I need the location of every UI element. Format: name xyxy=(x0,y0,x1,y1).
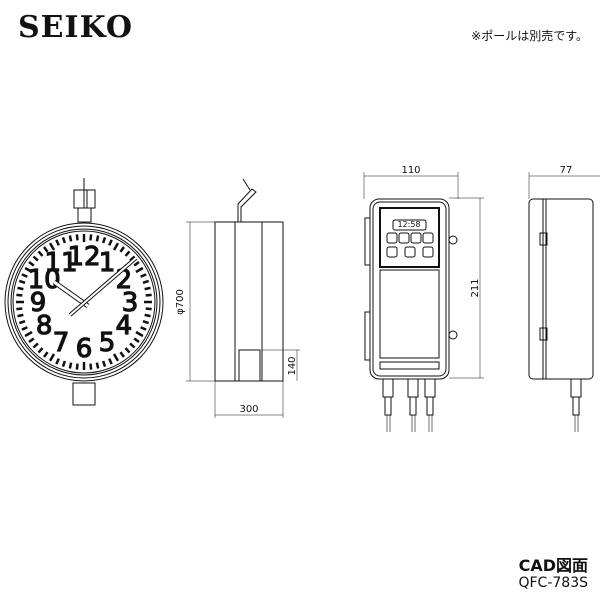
pole-sold-separately-note: ※ポールは別売です。 xyxy=(471,29,588,43)
clock-numeral: 10 xyxy=(28,265,61,295)
minute-tick xyxy=(32,342,39,349)
minute-tick xyxy=(21,273,28,278)
minute-tick xyxy=(28,337,35,343)
clock-numeral: 9 xyxy=(30,288,47,318)
minute-tick xyxy=(133,261,140,267)
seiko-logo: SEIKO xyxy=(18,10,133,45)
minute-tick xyxy=(142,319,150,325)
clock-numeral: 1 xyxy=(99,248,116,278)
minute-tick xyxy=(140,326,147,331)
minute-tick xyxy=(61,236,67,244)
minute-tick xyxy=(21,326,28,331)
minute-tick xyxy=(68,362,73,369)
minute-tick xyxy=(144,286,151,291)
minute-tick xyxy=(101,360,107,368)
controller-depth-label: 77 xyxy=(560,165,573,176)
minute-tick xyxy=(89,363,93,370)
minute-tick xyxy=(17,313,24,318)
minute-tick xyxy=(24,330,33,338)
clock-numeral: 5 xyxy=(99,328,116,358)
minute-tick xyxy=(119,246,125,253)
minute-tick xyxy=(112,242,120,251)
minute-tick xyxy=(108,239,113,246)
minute-tick xyxy=(32,255,39,262)
minute-tick xyxy=(37,347,44,354)
minute-tick xyxy=(145,307,152,311)
controller-display-time: 12:58 xyxy=(397,220,420,229)
controller-front-view xyxy=(363,172,484,432)
minute-tick xyxy=(124,347,131,354)
minute-tick xyxy=(55,358,60,365)
clock-numeral: 12 xyxy=(67,242,100,272)
minute-tick xyxy=(17,286,24,291)
minute-tick xyxy=(24,266,33,274)
minute-tick xyxy=(129,342,136,349)
minute-tick xyxy=(37,250,44,257)
minute-tick xyxy=(16,293,23,297)
clock-numeral: 4 xyxy=(116,311,133,341)
clock-numeral: 6 xyxy=(76,334,93,364)
minute-tick xyxy=(135,330,144,338)
controller-width-label: 110 xyxy=(401,165,420,176)
minute-tick xyxy=(75,363,79,370)
clock-numeral: 11 xyxy=(44,248,77,278)
minute-tick xyxy=(43,351,49,358)
clock-numeral: 8 xyxy=(36,311,53,341)
minute-tick xyxy=(48,353,56,362)
model-number: QFC-783S xyxy=(518,575,588,591)
minute-tick xyxy=(108,358,113,365)
minute-tick xyxy=(18,319,26,325)
minute-tick xyxy=(89,234,93,241)
depth-label: 300 xyxy=(239,404,258,415)
minute-tick xyxy=(145,293,152,297)
minute-tick xyxy=(142,279,150,285)
minute-tick xyxy=(95,235,100,242)
minute-tick xyxy=(55,239,60,246)
clock-side-view xyxy=(186,178,300,418)
minute-tick xyxy=(135,266,144,274)
caption: CAD図面 xyxy=(518,556,588,575)
minute-tick xyxy=(43,246,49,253)
diameter-label: φ700 xyxy=(175,289,186,315)
minute-tick xyxy=(124,250,131,257)
minute-tick xyxy=(48,242,56,251)
minute-tick xyxy=(95,362,100,369)
clock-numeral: 3 xyxy=(122,288,139,318)
minute-tick xyxy=(144,313,151,318)
minute-tick xyxy=(68,235,73,242)
minute-tick xyxy=(28,261,35,267)
minute-tick xyxy=(18,279,26,285)
clock-numeral: 7 xyxy=(53,328,70,358)
minute-tick xyxy=(61,360,67,368)
minute-tick xyxy=(140,273,147,278)
controller-side-view xyxy=(528,172,600,432)
minute-tick xyxy=(75,234,79,241)
minute-tick xyxy=(119,351,125,358)
bracket-height-label: 140 xyxy=(287,356,298,375)
minute-tick xyxy=(101,236,107,244)
controller-height-label: 211 xyxy=(470,278,481,297)
minute-tick xyxy=(112,353,120,362)
minute-tick xyxy=(133,337,140,343)
minute-tick xyxy=(16,307,23,311)
